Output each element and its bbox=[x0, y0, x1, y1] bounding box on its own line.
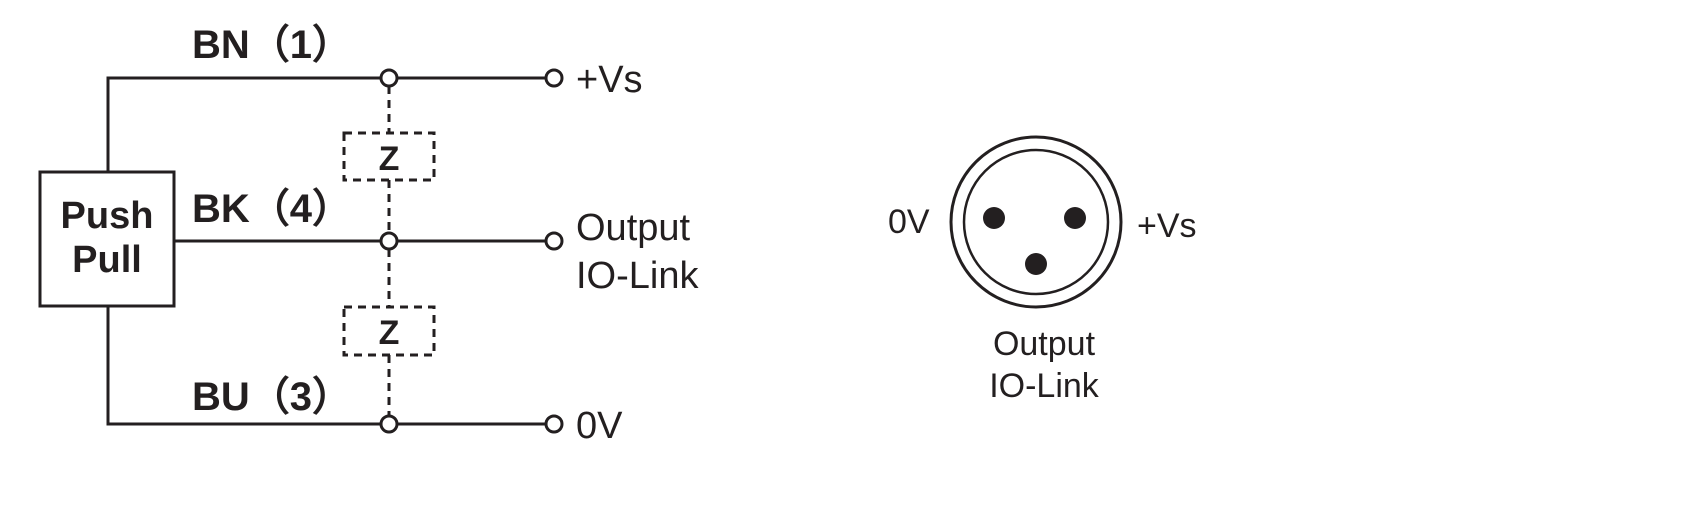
terminal-node-output bbox=[544, 231, 564, 251]
load-z-lower bbox=[342, 305, 436, 357]
push-pull-box bbox=[38, 170, 176, 308]
connector-pinout bbox=[949, 135, 1123, 309]
connector-bottom-label-line2: IO-Link bbox=[989, 367, 1100, 405]
connector-inner-ring bbox=[962, 148, 1110, 296]
terminal-ground-label: 0V bbox=[576, 405, 623, 447]
bn-wire-label: BN（1） bbox=[192, 23, 352, 67]
terminal-output-label-line1: Output bbox=[576, 207, 691, 249]
connector-bottom-label-line1: Output bbox=[993, 325, 1096, 363]
load-z-lower-label: Z bbox=[379, 314, 400, 352]
bu-wire-label: BU（3） bbox=[192, 375, 352, 419]
terminal-supply-label: +Vs bbox=[576, 59, 643, 101]
push-pull-label-line1: Push bbox=[61, 195, 154, 237]
load-z-upper-label: Z bbox=[379, 140, 400, 178]
junction-node-top bbox=[379, 68, 399, 88]
terminal-node-supply bbox=[544, 68, 564, 88]
connector-right-label: +Vs bbox=[1137, 207, 1197, 245]
pin-supply bbox=[1064, 207, 1086, 229]
terminal-node-ground bbox=[544, 414, 564, 434]
pin-ground bbox=[983, 207, 1005, 229]
connector-left-label: 0V bbox=[888, 203, 930, 241]
pin-output bbox=[1025, 253, 1047, 275]
bu-wire bbox=[106, 306, 546, 426]
bk-wire-label: BK（4） bbox=[192, 187, 352, 231]
bn-wire bbox=[106, 76, 546, 172]
junction-node-bottom bbox=[379, 414, 399, 434]
junction-node-middle bbox=[379, 231, 399, 251]
load-z-upper bbox=[342, 131, 436, 182]
terminal-output-label-line2: IO-Link bbox=[576, 255, 699, 297]
connector-outer-ring bbox=[949, 135, 1123, 309]
push-pull-label-line2: Pull bbox=[72, 239, 142, 281]
